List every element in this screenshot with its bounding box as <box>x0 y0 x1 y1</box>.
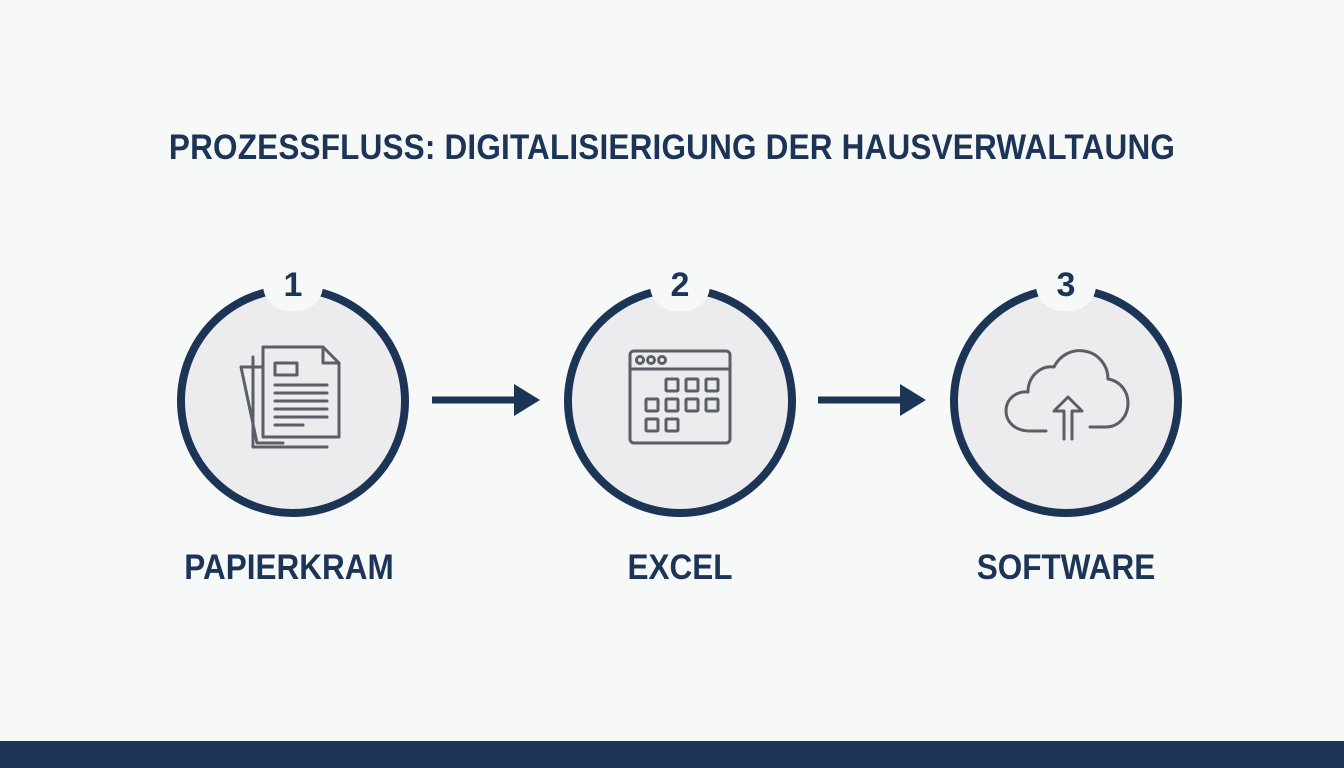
arrow-right-icon <box>818 384 926 416</box>
step-number: 2 <box>650 259 710 311</box>
step-3: 3 <box>950 259 1182 517</box>
arrow-right-icon <box>432 384 540 416</box>
step-number: 1 <box>263 259 323 311</box>
step-2: 2 <box>564 259 796 517</box>
documents-icon <box>239 345 341 449</box>
step-label-excel: EXCEL <box>627 548 733 587</box>
step-1: 1 <box>177 259 409 517</box>
step-label-software: SOFTWARE <box>976 548 1156 587</box>
step-circle <box>564 285 796 517</box>
cloud-upload-icon <box>1004 349 1130 441</box>
spreadsheet-window-icon <box>628 349 732 445</box>
step-number: 3 <box>1036 259 1096 311</box>
step-label-papierkram: PAPIERKRAM <box>184 548 394 587</box>
diagram-title: PROZESSFLUSS: DIGITALISIERIGUNG DER HAUS… <box>168 128 1176 167</box>
footer-bar <box>0 741 1344 768</box>
